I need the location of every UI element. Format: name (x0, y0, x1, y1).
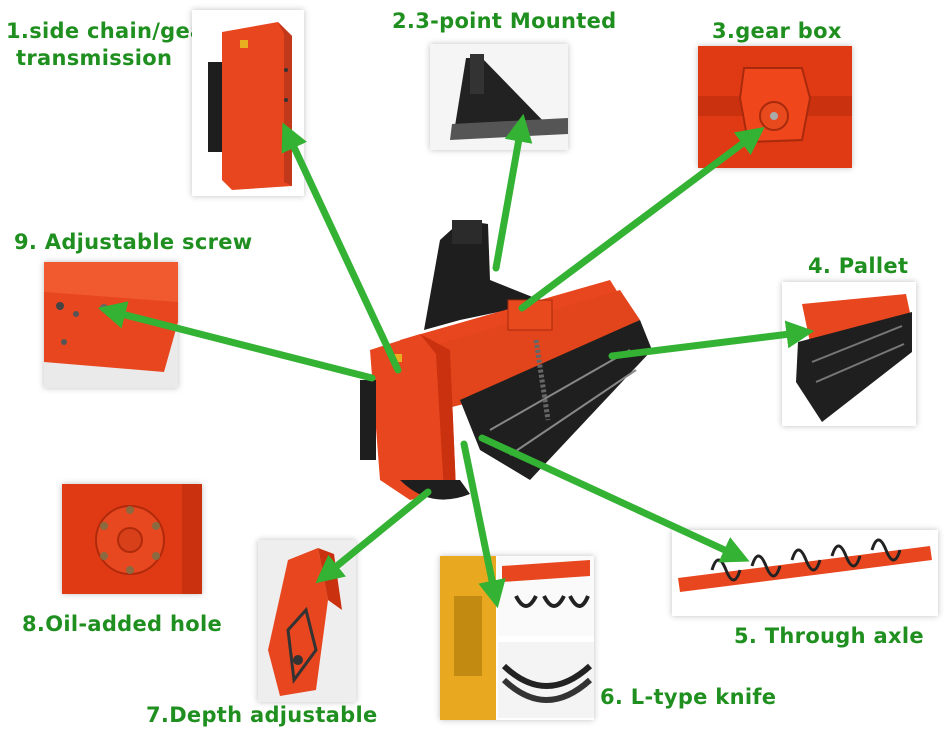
label-side-chain-line1: 1.side chain/gear (6, 19, 216, 43)
photo-through-axle (672, 530, 938, 616)
label-depth-adjustable: 7.Depth adjustable (146, 703, 378, 727)
photo-gear-box (698, 46, 852, 168)
photo-three-point (430, 44, 568, 150)
photo-pallet (782, 282, 916, 426)
label-l-type-knife: 6. L-type knife (600, 685, 777, 709)
photo-oil-hole (62, 484, 202, 594)
photo-l-type-knife (440, 556, 594, 720)
label-adjustable-screw: 9. Adjustable screw (14, 230, 253, 254)
label-side-chain-line2: transmission (16, 46, 173, 70)
label-three-point: 2.3-point Mounted (392, 9, 617, 33)
label-pallet: 4. Pallet (808, 254, 909, 278)
label-gear-box: 3.gear box (712, 19, 842, 43)
label-through-axle: 5. Through axle (734, 624, 924, 648)
photo-adjustable-screw (44, 262, 178, 388)
rotary-tiller-machine (340, 210, 670, 510)
photo-side-chain (192, 10, 304, 196)
label-side-chain: 1.side chain/gear transmission (6, 18, 215, 72)
label-oil-hole: 8.Oil-added hole (22, 612, 222, 636)
photo-depth-adjustable (258, 540, 356, 702)
